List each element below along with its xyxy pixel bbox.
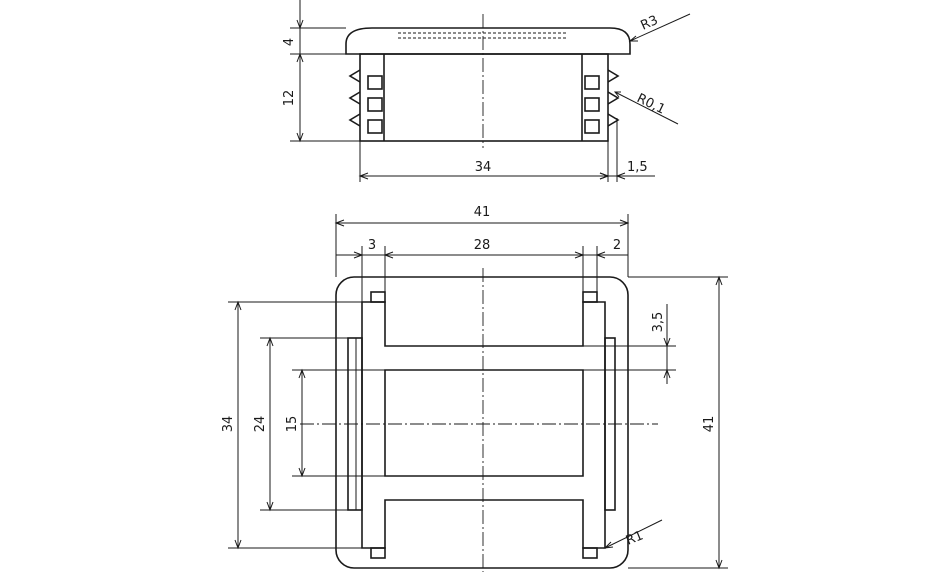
dim-overall-width-label: 41 [474,205,491,220]
outer-flange [335,276,629,569]
left-ribs [348,69,383,134]
radius-rib-label: R0,1 [634,91,667,118]
right-side-slot [604,337,616,511]
dim-overall-height-label: 41 [702,416,717,433]
right-ribs [584,69,620,134]
inner-window [384,369,584,477]
dim-inner-label: 28 [474,238,491,253]
dim-left-wall-label: 3 [368,238,376,253]
bottom-left-tab [370,547,386,559]
dim-outer-height-label: 34 [221,416,236,433]
dim-inner-height-label: 15 [285,416,300,433]
left-side-slot [347,337,363,511]
radius-outer-label: R3 [639,13,661,34]
cap-head [345,27,631,55]
dim-height-label: 12 [282,90,297,107]
dim-slot-label: 3,5 [651,312,666,333]
dim-thickness-label: 4 [282,38,297,46]
bottom-right-tab [582,547,598,559]
dim-mid-height-label: 24 [253,416,268,433]
plug-body [359,53,609,142]
dim-width-label: 34 [475,160,492,175]
inner-h-frame [361,301,606,549]
top-left-tab [370,291,386,303]
dim-offset-label: 1,5 [627,160,648,175]
cap-hidden-lines [398,32,568,39]
dim-right-wall-label: 2 [613,238,621,253]
top-right-tab [582,291,598,303]
radius-corner-label: R1 [624,528,646,548]
top-view: 4 12 34 1,5 R3 R0,1 [282,0,691,182]
front-view: 41 3 28 2 3,5 41 34 24 [221,205,728,572]
